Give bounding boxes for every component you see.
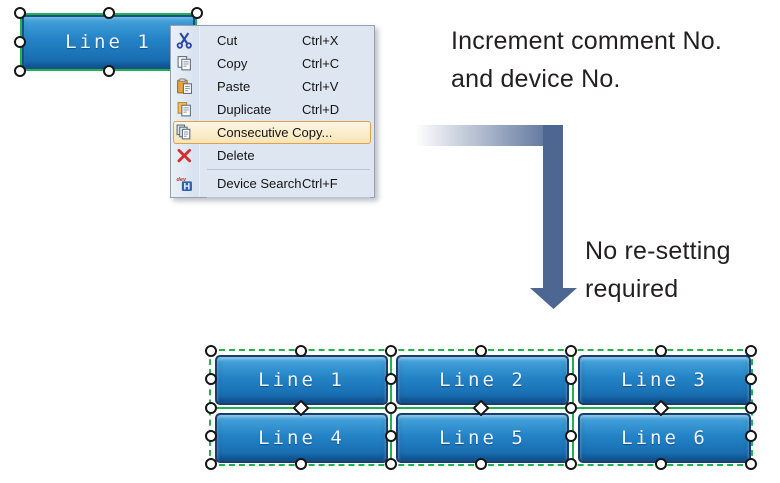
selection-handle[interactable] bbox=[294, 345, 307, 357]
selection-handle[interactable] bbox=[475, 345, 487, 357]
menu-item-label: Paste bbox=[217, 79, 251, 94]
selection-handle[interactable] bbox=[14, 65, 26, 77]
selection-handle[interactable] bbox=[205, 429, 217, 442]
copy-icon bbox=[176, 55, 193, 72]
selection-handle[interactable] bbox=[564, 373, 577, 386]
hmi-button-line2[interactable]: Line 2 bbox=[396, 355, 569, 405]
device-search-icon: dev H bbox=[176, 175, 193, 192]
selection-handle[interactable] bbox=[564, 458, 577, 470]
selection-handle[interactable] bbox=[384, 373, 397, 386]
menu-item-shortcut: Ctrl+V bbox=[302, 79, 339, 94]
menu-item-label: Duplicate bbox=[217, 102, 272, 117]
menu-item-device-search[interactable]: dev H Device Search Ctrl+F bbox=[171, 172, 374, 195]
annotation-line: No re-setting bbox=[585, 237, 731, 265]
hmi-button-line1[interactable]: Line 1 bbox=[20, 13, 197, 71]
hmi-button-label: Line 2 bbox=[439, 369, 526, 391]
menu-item-paste[interactable]: Paste Ctrl+V bbox=[171, 75, 374, 98]
hmi-button-label: Line 1 bbox=[258, 369, 345, 391]
menu-item-shortcut: Ctrl+F bbox=[302, 176, 338, 191]
annotation-line: and device No. bbox=[451, 65, 621, 93]
annotation-line: Increment comment No. bbox=[451, 27, 722, 55]
selection-handle[interactable] bbox=[191, 7, 203, 19]
selection-handle[interactable] bbox=[654, 345, 667, 357]
selection-handle[interactable] bbox=[654, 458, 667, 470]
hmi-button-label: Line 4 bbox=[258, 427, 345, 449]
delete-icon bbox=[176, 147, 193, 164]
menu-item-cut[interactable]: Cut Ctrl+X bbox=[171, 29, 374, 52]
menu-item-copy[interactable]: Copy Ctrl+C bbox=[171, 52, 374, 75]
selection-handle[interactable] bbox=[564, 401, 577, 414]
menu-item-shortcut: Ctrl+D bbox=[302, 102, 340, 117]
paste-icon bbox=[176, 78, 193, 95]
selection-handle[interactable] bbox=[745, 458, 757, 470]
menu-item-label: Copy bbox=[217, 56, 248, 71]
menu-item-label: Delete bbox=[217, 148, 255, 163]
selection-handle[interactable] bbox=[564, 429, 577, 442]
line1-button-selection: Line 1 bbox=[14, 7, 203, 77]
annotation-line: required bbox=[585, 275, 679, 303]
menu-item-duplicate[interactable]: Duplicate Ctrl+D bbox=[171, 98, 374, 121]
annotation-increment: Increment comment No. and device No. bbox=[451, 22, 722, 98]
selection-handle[interactable] bbox=[745, 401, 757, 414]
flow-arrow bbox=[415, 125, 577, 309]
selection-handle[interactable] bbox=[384, 401, 397, 414]
menu-item-label: Device Search bbox=[217, 176, 302, 191]
menu-separator bbox=[207, 169, 370, 170]
hmi-button-line3[interactable]: Line 3 bbox=[578, 355, 751, 405]
selection-handle[interactable] bbox=[745, 373, 757, 386]
button-grid-selection: Line 1 Line 2 Line 3 Line 4 Line 5 Line … bbox=[205, 345, 757, 470]
hmi-button-line6[interactable]: Line 6 bbox=[578, 413, 751, 463]
selection-handle[interactable] bbox=[102, 65, 115, 77]
consecutive-copy-icon bbox=[176, 124, 193, 141]
selection-handle[interactable] bbox=[384, 345, 397, 357]
selection-handle[interactable] bbox=[14, 36, 26, 48]
menu-item-label: Cut bbox=[217, 33, 238, 48]
selection-handle[interactable] bbox=[102, 7, 115, 19]
hmi-button-line4[interactable]: Line 4 bbox=[215, 413, 388, 463]
selection-handle[interactable] bbox=[205, 345, 217, 357]
selection-handle[interactable] bbox=[745, 429, 757, 442]
selection-handle[interactable] bbox=[14, 7, 26, 19]
selection-handle[interactable] bbox=[384, 458, 397, 470]
menu-item-delete[interactable]: Delete bbox=[171, 144, 374, 167]
selection-handle[interactable] bbox=[205, 401, 217, 414]
hmi-button-line5[interactable]: Line 5 bbox=[396, 413, 569, 463]
hmi-button-label: Line 6 bbox=[621, 427, 708, 449]
svg-text:dev: dev bbox=[177, 177, 187, 183]
menu-item-shortcut: Ctrl+C bbox=[302, 56, 340, 71]
menu-item-label: Consecutive Copy... bbox=[217, 125, 333, 140]
selection-handle[interactable] bbox=[205, 373, 217, 386]
svg-text:H: H bbox=[184, 181, 191, 191]
annotation-no-resetting: No re-setting required bbox=[585, 232, 731, 308]
cut-icon bbox=[176, 32, 193, 49]
context-menu: Cut Ctrl+X Copy Ctrl+C Paste Ctrl+V Dupl… bbox=[170, 25, 375, 198]
menu-item-shortcut: Ctrl+X bbox=[302, 33, 339, 48]
selection-handle[interactable] bbox=[205, 458, 217, 470]
menu-separator bbox=[207, 197, 370, 198]
menu-item-consecutive-copy[interactable]: Consecutive Copy... bbox=[171, 121, 374, 144]
selection-handle[interactable] bbox=[294, 458, 307, 470]
hmi-button-label: Line 5 bbox=[439, 427, 526, 449]
hmi-button-label: Line 1 bbox=[65, 31, 152, 53]
selection-handle[interactable] bbox=[564, 345, 577, 357]
hmi-button-line1[interactable]: Line 1 bbox=[215, 355, 388, 405]
selection-handle[interactable] bbox=[384, 429, 397, 442]
hmi-button-label: Line 3 bbox=[621, 369, 708, 391]
selection-handle[interactable] bbox=[745, 345, 757, 357]
duplicate-icon bbox=[176, 101, 193, 118]
selection-handle[interactable] bbox=[475, 458, 487, 470]
menu-highlight bbox=[173, 121, 371, 144]
